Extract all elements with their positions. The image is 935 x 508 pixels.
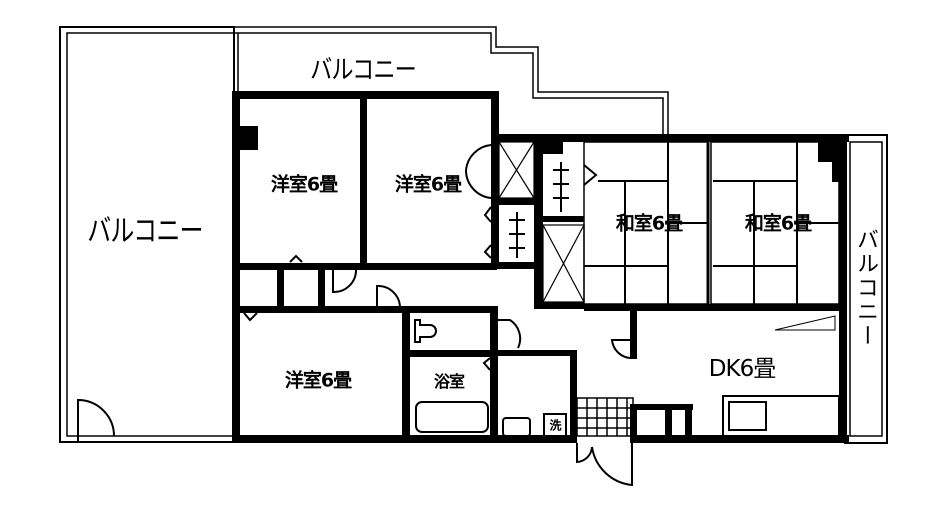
japanese-room-2-label: 和室6畳 — [744, 212, 812, 235]
walls — [232, 91, 849, 443]
closet-marks — [498, 141, 585, 303]
dining-kitchen-label: DK6畳 — [708, 356, 776, 382]
western-room-2-label: 洋室6畳 — [394, 173, 462, 196]
fixtures — [414, 319, 840, 437]
balcony-right-label: バルコニー — [853, 228, 878, 348]
balcony-top-outline — [233, 26, 669, 135]
tatami-lines — [583, 141, 840, 305]
washer-space-label: 洗 — [549, 418, 561, 433]
japanese-room-1-label: 和室6畳 — [615, 212, 683, 235]
western-room-1-label: 洋室6畳 — [270, 173, 338, 196]
doors — [77, 144, 836, 487]
entrance-tiles — [576, 397, 634, 437]
balcony-top-label: バルコニー — [310, 55, 417, 86]
bathroom-label: 浴室 — [433, 372, 465, 391]
windows — [235, 93, 846, 395]
western-room-3-label: 洋室6畳 — [284, 369, 352, 392]
balcony-left-label: バルコニー — [87, 214, 203, 249]
